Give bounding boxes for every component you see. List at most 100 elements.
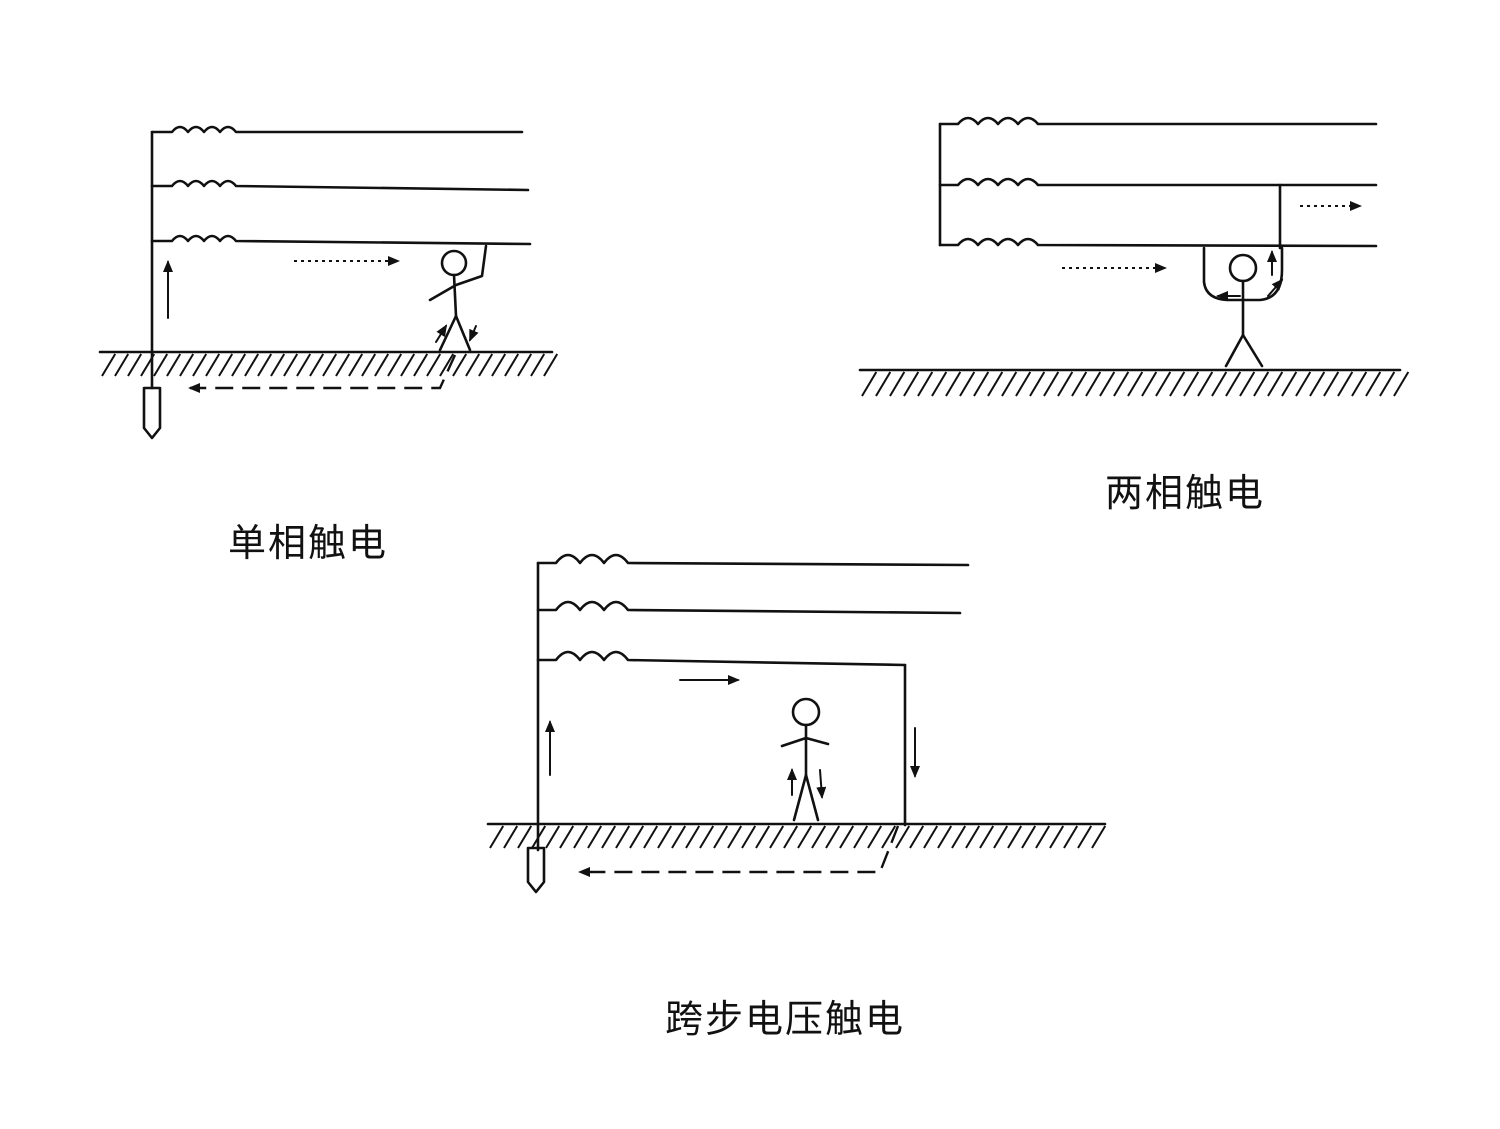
ground-hatch-mark <box>322 353 338 377</box>
ground-hatch-mark <box>937 825 953 849</box>
ground-hatch-mark <box>283 353 299 377</box>
ground-hatch-mark <box>166 353 182 377</box>
ground-hatch-mark <box>1169 371 1186 397</box>
ground-hatch-mark <box>1029 371 1046 397</box>
ground-hatch-mark <box>573 825 589 849</box>
ground-hatch-mark <box>114 353 130 377</box>
ground-hatch-mark <box>1085 371 1102 397</box>
ground-hatch-mark <box>153 353 169 377</box>
ground-hatch-mark <box>559 825 575 849</box>
ground-hatch-mark <box>1021 825 1037 849</box>
ground-hatch-mark <box>1225 371 1242 397</box>
transformer-coils <box>150 125 532 246</box>
ground-hatch-mark <box>335 353 351 377</box>
ground-surface <box>98 350 559 377</box>
ground-hatch-mark <box>478 353 494 377</box>
person-figure <box>1202 246 1284 368</box>
ground-hatch-mark <box>629 825 645 849</box>
ground-hatch-mark <box>1113 371 1130 397</box>
ground-hatch-mark <box>413 353 429 377</box>
ground-hatch-mark <box>1071 371 1088 397</box>
ground-hatch-mark <box>1007 825 1023 849</box>
ground-hatch-mark <box>1239 371 1256 397</box>
ground-hatch-mark <box>530 353 546 377</box>
ground-surface <box>858 368 1410 397</box>
ground-hatch-mark <box>1001 371 1018 397</box>
ground-hatch-mark <box>270 353 286 377</box>
ground-hatch-mark <box>1351 371 1368 397</box>
ground-hatch-mark <box>811 825 827 849</box>
ground-hatch-mark <box>671 825 687 849</box>
ground-hatch-mark <box>987 371 1004 397</box>
ground-hatch-mark <box>1091 825 1107 849</box>
ground-hatch-mark <box>1063 825 1079 849</box>
ground-hatch-mark <box>179 353 195 377</box>
ground-hatch-mark <box>1155 371 1172 397</box>
ground-hatch-mark <box>861 371 878 397</box>
ground-hatch-mark <box>783 825 799 849</box>
ground-hatch-mark <box>1281 371 1298 397</box>
ground-hatch-mark <box>1379 371 1396 397</box>
ground-hatch-mark <box>1253 371 1270 397</box>
ground-hatch-mark <box>931 371 948 397</box>
ground-hatch-mark <box>1127 371 1144 397</box>
ground-hatch-mark <box>348 353 364 377</box>
ground-hatch-mark <box>979 825 995 849</box>
ground-hatch-mark <box>517 825 533 849</box>
transformer-coils <box>938 116 1378 248</box>
ground-hatch-mark <box>945 371 962 397</box>
ground-electrode <box>526 846 546 894</box>
ground-current-path <box>188 354 457 393</box>
ground-hatch-mark <box>657 825 673 849</box>
ground-hatch-mark <box>959 371 976 397</box>
ground-hatch-mark <box>127 353 143 377</box>
ground-hatch-mark <box>797 825 813 849</box>
ground-hatch-mark <box>853 825 869 849</box>
ground-hatch-mark <box>205 353 221 377</box>
person-figure <box>428 244 488 352</box>
ground-hatch-mark <box>1337 371 1354 397</box>
ground-hatch-mark <box>727 825 743 849</box>
ground-hatch-mark <box>244 353 260 377</box>
ground-hatch-mark <box>903 371 920 397</box>
ground-hatch-mark <box>699 825 715 849</box>
ground-hatch-mark <box>889 371 906 397</box>
ground-hatch-mark <box>917 371 934 397</box>
ground-hatch-mark <box>895 825 911 849</box>
ground-hatch-mark <box>909 825 925 849</box>
ground-hatch-mark <box>601 825 617 849</box>
two-phase-diagram <box>858 116 1410 397</box>
ground-hatch-mark <box>755 825 771 849</box>
ground-surface <box>486 822 1107 849</box>
ground-hatch-mark <box>1035 825 1051 849</box>
ground-hatch-mark <box>1309 371 1326 397</box>
ground-hatch-mark <box>296 353 312 377</box>
ground-hatch-mark <box>951 825 967 849</box>
ground-electrode <box>142 386 162 440</box>
ground-hatch-mark <box>923 825 939 849</box>
transformer-coils <box>536 553 970 667</box>
ground-hatch-mark <box>1197 371 1214 397</box>
ground-hatch-mark <box>965 825 981 849</box>
ground-hatch-mark <box>218 353 234 377</box>
ground-hatch-mark <box>713 825 729 849</box>
ground-hatch-mark <box>1141 371 1158 397</box>
ground-hatch-mark <box>309 353 325 377</box>
ground-hatch-mark <box>503 825 519 849</box>
ground-hatch-mark <box>1365 371 1382 397</box>
ground-hatch-mark <box>1099 371 1116 397</box>
ground-hatch-mark <box>387 353 403 377</box>
ground-hatch-mark <box>1015 371 1032 397</box>
ground-hatch-mark <box>875 371 892 397</box>
ground-hatch-mark <box>1323 371 1340 397</box>
ground-hatch-mark <box>361 353 377 377</box>
ground-hatch-mark <box>400 353 416 377</box>
ground-hatch-mark <box>825 825 841 849</box>
caption-single-phase: 单相触电 <box>228 521 389 565</box>
ground-hatch-mark <box>257 353 273 377</box>
ground-hatch-mark <box>426 353 442 377</box>
ground-hatch-mark <box>101 353 117 377</box>
ground-hatch-mark <box>1267 371 1284 397</box>
ground-hatch-mark <box>452 353 468 377</box>
single-phase-diagram <box>98 125 559 440</box>
